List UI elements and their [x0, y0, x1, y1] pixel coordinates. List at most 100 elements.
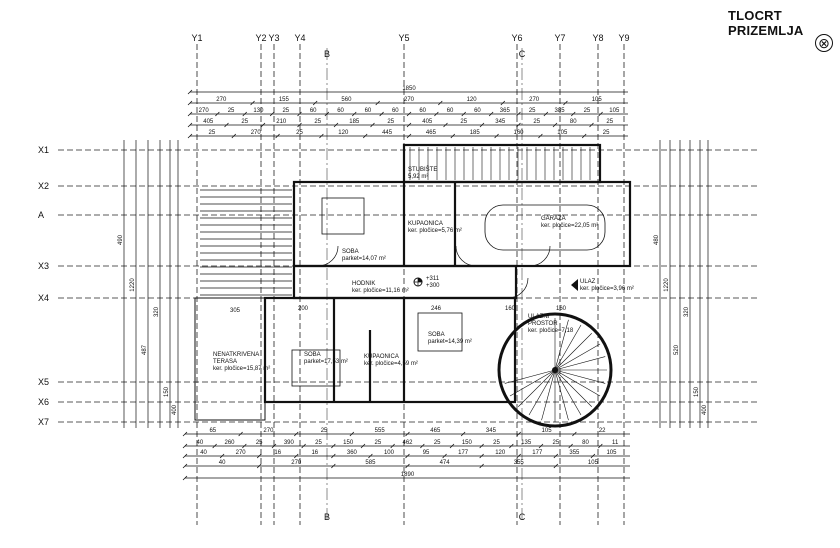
dimension-value: 100 — [384, 450, 395, 456]
dimension-tick — [379, 111, 384, 117]
dimension-tick — [331, 443, 336, 449]
room-area: ker. pločice=4,59 m² — [364, 361, 418, 367]
grid-label-x2: X2 — [38, 181, 49, 191]
dimension-tick — [516, 431, 522, 437]
entrance-arrow-icon — [571, 279, 578, 291]
dimension-tick — [479, 453, 484, 459]
room-name: KUPAONICA — [364, 354, 399, 360]
dimension-value: 25 — [296, 130, 303, 136]
dimension-tick — [568, 443, 573, 449]
grid-label-y2: Y2 — [255, 33, 266, 43]
room-area: 5,92 m² — [408, 174, 428, 180]
dimension-tick — [368, 453, 373, 459]
room-name: PROSTOR — [528, 321, 558, 327]
dimension-value: 270 — [291, 460, 302, 466]
grid-label-x6: X6 — [38, 397, 49, 407]
dimension-value: 465 — [426, 130, 437, 136]
dimension-tick — [406, 122, 412, 128]
dimension-tick — [449, 443, 455, 449]
dimension-value: 120 — [495, 450, 506, 456]
dimension-value: 405 — [203, 119, 214, 125]
dimension-tick — [406, 133, 412, 139]
door-swing — [317, 245, 339, 267]
dimension-value: 480 — [654, 234, 660, 245]
dimension-value: 25 — [228, 108, 235, 114]
dimension-tick — [516, 122, 521, 128]
dimension-value: 60 — [365, 108, 372, 114]
dimension-tick — [553, 463, 559, 469]
dimension-value: 360 — [347, 450, 358, 456]
dimension-value: 60 — [337, 108, 344, 114]
dimension-tick — [460, 431, 466, 437]
dimension-value: 25 — [533, 119, 540, 125]
dimension-value: 555 — [375, 428, 386, 434]
dimension-tick — [598, 443, 603, 449]
dimension-tick — [250, 100, 255, 106]
dimension-tick — [242, 111, 248, 117]
room-area: ker. pločice=7,18 — [528, 328, 574, 334]
dimension-value: 25 — [434, 440, 441, 446]
dimension-value: 177 — [532, 450, 543, 456]
dimension-tick — [301, 443, 306, 449]
dimension-tick — [275, 133, 280, 139]
dimension-value: 270 — [236, 450, 247, 456]
drawing-title: TLOCRT PRIZEMLJA — [728, 8, 804, 38]
dimension-tick — [479, 463, 484, 469]
stair-tread — [554, 324, 582, 371]
dimension-value: 150 — [164, 386, 170, 397]
room-dimension: 160 — [505, 306, 516, 312]
dimension-value: 465 — [430, 428, 441, 434]
dimension-tick — [256, 453, 262, 459]
dimension-tick — [187, 111, 193, 117]
stair-tread — [554, 319, 569, 371]
grid-label-y8: Y8 — [592, 33, 603, 43]
stair-tread — [554, 333, 592, 371]
dimension-value: 320 — [684, 306, 690, 317]
stair-tread — [528, 369, 556, 416]
dimension-value: 474 — [440, 460, 451, 466]
section-mark-c: C — [519, 49, 526, 59]
room-area: ker. pločice=5,76 m² — [408, 228, 462, 234]
dimension-value: 185 — [470, 130, 481, 136]
room-area: ker. pločice=22,05 m² — [541, 223, 598, 229]
section-mark-b: B — [324, 512, 330, 522]
car-icon — [484, 204, 606, 251]
dimension-value: 150 — [343, 440, 354, 446]
stair-tread — [518, 369, 556, 407]
dimension-tick — [370, 122, 375, 128]
dimension-tick — [434, 111, 439, 117]
dimension-value: 445 — [382, 130, 393, 136]
dimension-tick — [442, 453, 447, 459]
dimension-value: 390 — [284, 440, 295, 446]
dimension-tick — [182, 463, 188, 469]
grid-label-x4: X4 — [38, 293, 49, 303]
dimension-value: 16 — [274, 450, 281, 456]
dimension-value: 270 — [199, 108, 210, 114]
dimension-tick — [516, 111, 521, 117]
dimension-value: 25 — [552, 440, 559, 446]
room-name: ULAZ — [580, 279, 596, 285]
dimension-value: 355 — [514, 460, 525, 466]
stair-tread — [504, 369, 556, 384]
dimension-value: 405 — [422, 119, 433, 125]
room-name: ULAZNI — [528, 314, 550, 320]
dimension-tick — [405, 463, 410, 469]
room-dimension: 200 — [298, 306, 309, 312]
dimension-value: 25 — [584, 108, 591, 114]
grid-label-y9: Y9 — [618, 33, 629, 43]
dimension-value: 120 — [467, 97, 478, 103]
dimension-value: 520 — [674, 344, 680, 355]
dimension-value: 25 — [374, 440, 381, 446]
dimension-tick — [443, 122, 448, 128]
dimension-value: 105 — [557, 130, 568, 136]
dimension-value: 25 — [282, 108, 289, 114]
dimension-value: 105 — [542, 428, 553, 434]
room-name: NENATKRIVENA — [213, 352, 259, 358]
room-dimension: 160 — [556, 306, 567, 312]
dimension-value: 65 — [209, 428, 216, 434]
dimension-tick — [360, 443, 366, 449]
